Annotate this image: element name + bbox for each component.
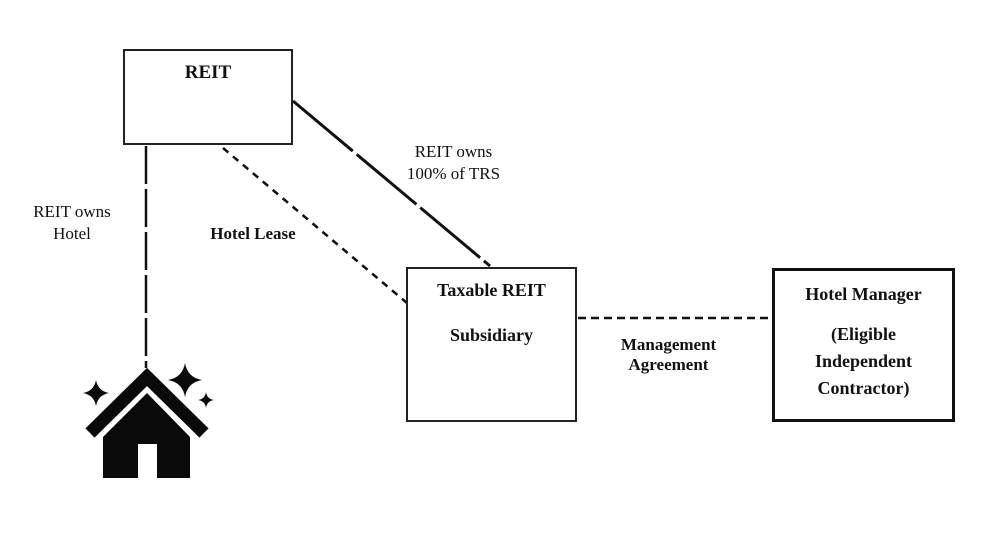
house-with-sparkles-icon	[83, 363, 214, 478]
node-taxable-reit-subsidiary: Taxable REIT Subsidiary	[406, 267, 577, 422]
node-hotel-manager-subtitle-line3: Contractor)	[817, 378, 910, 398]
edge-label-reit-owns-trs: REIT owns 100% of TRS	[396, 141, 511, 185]
edge-label-hotel-lease: Hotel Lease	[198, 223, 308, 245]
node-reit: REIT	[123, 49, 293, 145]
node-hotel-manager-subtitle-line1: (Eligible	[830, 324, 896, 344]
sparkle-small-right	[198, 392, 214, 408]
node-hotel-manager: Hotel Manager (Eligible Independent Cont…	[772, 268, 955, 422]
edge-label-reit-owns-hotel: REIT owns Hotel	[18, 201, 126, 245]
edge-label-reit-owns-hotel-line2: Hotel	[53, 224, 91, 243]
edge-reit-owns-trs-line	[292, 99, 491, 268]
node-reit-label: REIT	[184, 62, 232, 83]
node-hotel-manager-subtitle-line2: Independent	[814, 351, 913, 371]
house-roof	[85, 367, 209, 438]
edge-label-reit-owns-hotel-line1: REIT owns	[33, 202, 111, 221]
edge-label-reit-owns-trs-line2: 100% of TRS	[406, 164, 501, 183]
house-body	[103, 393, 190, 478]
edge-label-management-agreement: Management Agreement	[611, 335, 726, 375]
node-trs-label-line1: Taxable REIT	[437, 280, 546, 300]
edge-label-reit-owns-trs-line1: REIT owns	[414, 142, 493, 161]
node-trs-label-line2: Subsidiary	[449, 325, 534, 345]
node-hotel-manager-title: Hotel Manager	[805, 284, 922, 304]
edge-label-hotel-lease-line1: Hotel Lease	[210, 224, 296, 243]
sparkle-left	[83, 380, 109, 406]
sparkle-top-right	[168, 363, 202, 397]
node-hotel-manager-subtitle: (Eligible Independent Contractor)	[775, 321, 952, 402]
edge-label-management-agreement-line1: Management	[620, 335, 717, 354]
edge-label-management-agreement-line2: Agreement	[628, 355, 709, 374]
edge-hotel-lease-line	[222, 147, 408, 304]
